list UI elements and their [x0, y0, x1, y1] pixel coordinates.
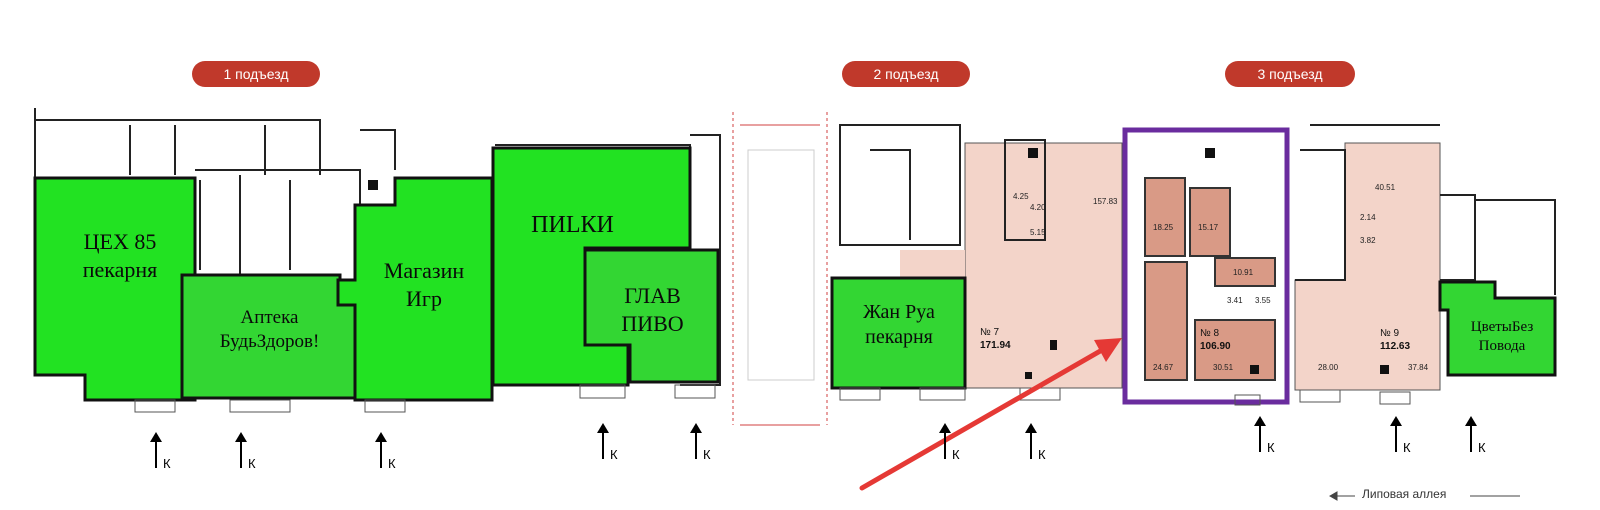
room-area: 24.67: [1153, 363, 1174, 372]
tenant-label-zhan-rua: Жан Руа пекарня: [834, 300, 964, 350]
tenant-line: БудьЗдоров!: [219, 330, 320, 352]
entry-marker: К: [233, 432, 263, 472]
tenant-line: ПИВО: [621, 310, 684, 336]
unit-number: № 9: [1380, 328, 1400, 339]
tenant-line: ЦЕХ 85: [83, 229, 157, 254]
tenant-line: ГЛАВ: [624, 283, 681, 308]
walls: [34, 108, 1556, 386]
tenant-line: Магазин: [383, 258, 465, 283]
entry-marker: К: [1252, 416, 1282, 456]
entry-marker: К: [1388, 416, 1418, 456]
tenant-label-tsvety: ЦветыБез Повода: [1448, 318, 1556, 356]
tenant-label-glav-pivo: ГЛАВ ПИВО: [590, 282, 715, 337]
room-area: 40.51: [1375, 183, 1396, 192]
entry-label: К: [1478, 440, 1486, 455]
entry-label: К: [610, 447, 618, 462]
up-arrow-icon: [1390, 416, 1402, 452]
entry-label: К: [1038, 447, 1046, 462]
room-area: 37.84: [1408, 363, 1429, 372]
room-area: 3.55: [1255, 296, 1271, 305]
tenant-line: Игр: [406, 285, 442, 311]
entrance-pill-1: 1 подъезд: [192, 61, 320, 87]
unit-area: 171.94: [980, 340, 1011, 351]
entry-marker: К: [1023, 423, 1053, 463]
tenant-line: ПИLКИ: [531, 212, 614, 238]
tenant-block-magazin-igr: [336, 176, 494, 402]
tenant-line: Аптека: [240, 307, 299, 328]
tenant-block-tsvety: [1438, 280, 1557, 377]
up-arrow-icon: [375, 432, 387, 468]
unit-label-8: № 8 106.90: [1200, 327, 1231, 353]
up-arrow-icon: [1025, 423, 1037, 459]
up-arrow-icon: [597, 423, 609, 459]
entry-label: К: [1267, 440, 1275, 455]
tenant-label-pilki: ПИLКИ: [510, 210, 635, 240]
street-label: Липовая аллея: [1362, 487, 1447, 501]
tenant-label-magazin-igr: Магазин Игр: [358, 257, 490, 312]
entry-label: К: [248, 456, 256, 471]
unit-number: № 8: [1200, 328, 1220, 339]
entry-label: К: [1403, 440, 1411, 455]
room-area: 3.41: [1227, 296, 1243, 305]
tenant-line: Повода: [1478, 337, 1526, 354]
facade-strip: [134, 384, 1411, 413]
entry-marker: К: [937, 423, 967, 463]
entry-marker: К: [688, 423, 718, 463]
tenant-line: пекарня: [865, 326, 933, 348]
room-area: 28.00: [1318, 363, 1339, 372]
up-arrow-icon: [939, 423, 951, 459]
passage: [732, 112, 828, 426]
unit-number: № 7: [980, 327, 1000, 338]
entrance-pill-2: 2 подъезд: [842, 61, 970, 87]
entry-label: К: [703, 447, 711, 462]
street-line: [1328, 491, 1520, 501]
unit-8-rooms: [1144, 177, 1276, 381]
entry-marker: К: [595, 423, 625, 463]
tenant-label-tseh85: ЦЕХ 85 пекарня: [50, 228, 190, 283]
tenant-line: пекарня: [82, 256, 158, 282]
unit-label-9: № 9 112.63: [1380, 327, 1410, 353]
unit-label-7: № 7 171.94: [980, 326, 1011, 352]
up-arrow-icon: [235, 432, 247, 468]
tenant-line: Жан Руа: [863, 301, 935, 323]
room-area: 2.14: [1360, 213, 1376, 222]
entry-marker: К: [373, 432, 403, 472]
room-area: 5.15: [1030, 228, 1046, 237]
entry-label: К: [952, 447, 960, 462]
unit-8-highlight: [1122, 127, 1290, 405]
tenant-line: ЦветыБез: [1470, 319, 1534, 335]
pointer-arrow: [859, 338, 1122, 491]
up-arrow-icon: [1254, 416, 1266, 452]
unit-9-area: [1294, 142, 1441, 391]
room-area: 15.17: [1198, 223, 1219, 232]
unit-area: 106.90: [1200, 341, 1231, 352]
room-area: 18.25: [1153, 223, 1174, 232]
unit-area: 112.63: [1380, 341, 1411, 352]
up-arrow-icon: [1465, 416, 1477, 452]
column-markers: [368, 148, 1389, 379]
room-area: 157.83: [1093, 197, 1118, 206]
room-area: 10.91: [1233, 268, 1254, 277]
room-area: 3.82: [1360, 236, 1376, 245]
tenant-block-tseh85: [33, 176, 197, 402]
room-area: 4.25: [1013, 192, 1029, 201]
entry-marker: К: [148, 432, 178, 472]
room-area: 4.20: [1030, 203, 1046, 212]
entry-label: К: [388, 456, 396, 471]
entry-label: К: [163, 456, 171, 471]
tenant-block-glav-pivo: [583, 248, 720, 384]
room-area: 30.51: [1213, 363, 1234, 372]
tenant-label-apteka: Аптека БудьЗдоров!: [182, 306, 357, 354]
up-arrow-icon: [150, 432, 162, 468]
entry-marker: К: [1463, 416, 1493, 456]
up-arrow-icon: [690, 423, 702, 459]
entrance-pill-3: 3 подъезд: [1225, 61, 1355, 87]
